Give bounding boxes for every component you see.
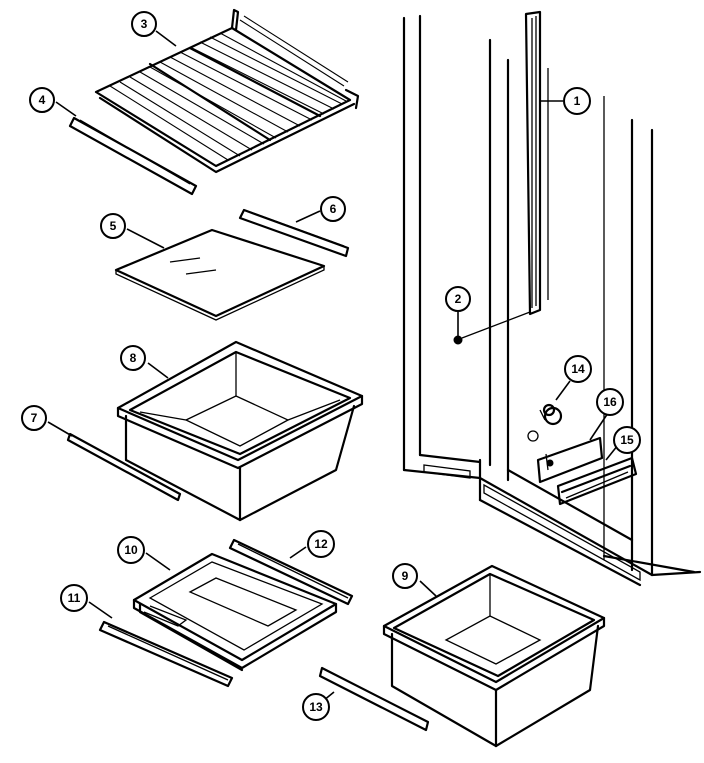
callout-label: 1 [574,94,581,108]
cabinet-interior [402,14,702,587]
cover-rail-left [98,620,234,688]
callout-label: 13 [309,700,323,714]
callout-label: 12 [314,537,328,551]
callout-2: 2 [445,286,471,312]
callout-3: 3 [131,11,157,37]
crisper-rail-left [66,432,182,502]
callout-label: 16 [603,395,617,409]
callout-label: 7 [31,411,38,425]
callout-7: 7 [21,405,47,431]
callout-12: 12 [307,530,335,558]
shelf-support-rail [524,10,542,316]
callout-label: 6 [330,202,337,216]
callout-16: 16 [596,388,624,416]
callout-label: 14 [571,362,585,376]
callout-13: 13 [302,693,330,721]
callout-label: 15 [620,433,634,447]
crisper-pan-upper [116,340,364,522]
control-housing [536,436,604,484]
callout-label: 3 [141,17,148,31]
callout-6: 6 [320,196,346,222]
callout-label: 2 [455,292,462,306]
callout-5: 5 [100,213,126,239]
glass-shelf [114,228,326,321]
callout-9: 9 [392,563,418,589]
control-knob [527,403,563,442]
callout-1: 1 [563,87,591,115]
cover-rail-right [228,538,354,606]
crisper-pan-lower [382,564,606,748]
callout-label: 9 [402,569,409,583]
control-bracket [556,456,638,506]
callout-10: 10 [117,536,145,564]
callout-4: 4 [29,87,55,113]
callout-15: 15 [613,426,641,454]
screw [453,311,531,345]
crisper-cover [132,552,338,672]
callout-label: 8 [130,351,137,365]
callout-8: 8 [120,345,146,371]
callout-label: 11 [68,591,81,605]
shelf-rail-left [68,116,198,196]
callout-label: 4 [39,93,46,107]
wire-shelf [94,8,360,174]
glass-shelf-rail [238,208,350,258]
callout-11: 11 [60,584,88,612]
callout-14: 14 [564,355,592,383]
callout-label: 10 [124,543,138,557]
callout-label: 5 [110,219,117,233]
leader-lines [47,30,619,706]
crisper-rail-lower [318,666,430,732]
